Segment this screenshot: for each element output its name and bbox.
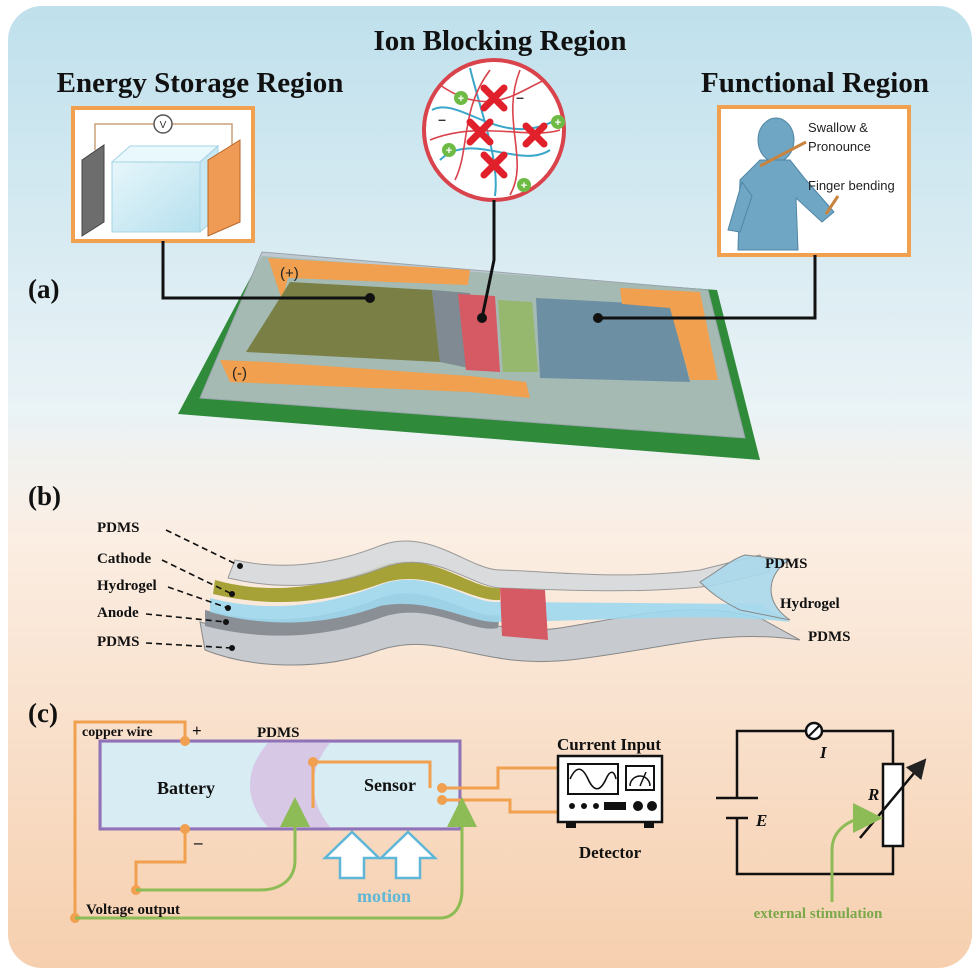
copper-wires	[73, 720, 560, 918]
copper-wire-label: copper wire	[82, 725, 153, 740]
layer-label-right-pdms-top: PDMS	[765, 556, 808, 572]
svg-text:–: –	[438, 111, 446, 127]
svg-text:–: –	[516, 89, 524, 105]
motion-arrows	[321, 830, 439, 880]
battery-plus-label: +	[192, 721, 202, 740]
detector-label: Detector	[579, 843, 642, 862]
layer-label-right-pdms-bottom: PDMS	[808, 629, 851, 645]
device-cross-section: Battery Sensor	[98, 739, 462, 831]
leader-lines	[161, 200, 817, 320]
positive-electrode	[268, 258, 470, 300]
swallow-label-line2: Pronounce	[808, 139, 871, 154]
pdms-label: PDMS	[257, 725, 300, 741]
sine-wave-icon	[569, 768, 617, 790]
external-stimulation-label: external stimulation	[754, 906, 883, 922]
layer-label-right-hydrogel: Hydrogel	[780, 596, 840, 612]
motion-label: motion	[357, 886, 411, 906]
energy-storage-inset: V	[71, 106, 255, 243]
circuit-current-label: I	[819, 743, 828, 762]
battery-minus-label: –	[193, 833, 203, 852]
current-input-label: Current Input	[557, 735, 661, 754]
title-functional-region: Functional Region	[701, 67, 929, 99]
equivalent-circuit	[716, 729, 927, 876]
ion-blocking-inset: + + + + – –	[422, 58, 566, 202]
layer-label-pdms-top: PDMS	[97, 520, 140, 536]
panel-label-c: (c)	[28, 698, 58, 728]
energy-storage-pad	[246, 282, 440, 362]
sensor-label: Sensor	[364, 775, 416, 795]
cathode-plate	[207, 139, 241, 237]
hydrogel-cube-front	[111, 161, 201, 233]
stimulation-arrow	[830, 803, 883, 902]
svg-text:+: +	[521, 180, 527, 192]
layer-label-cathode: Cathode	[97, 551, 152, 567]
svg-text:+: +	[446, 145, 452, 157]
finger-bending-label: Finger bending	[808, 178, 895, 193]
negative-electrode	[220, 360, 530, 398]
current-meter-icon	[804, 721, 824, 741]
negative-label: (-)	[232, 365, 247, 382]
voltmeter-label: V	[160, 120, 167, 131]
svg-text:+: +	[555, 117, 561, 129]
circuit-resistance-label: R	[867, 785, 879, 804]
gauge-icon	[629, 771, 651, 787]
cation-icons: + + + + – –	[438, 89, 565, 192]
layer-label-anode: Anode	[97, 605, 139, 621]
title-ion-blocking-region: Ion Blocking Region	[374, 25, 627, 57]
ion-blocking-pad	[458, 294, 500, 372]
left-layer-labels: PDMS Cathode Hydrogel Anode PDMS	[97, 520, 157, 650]
layered-strip	[199, 540, 801, 666]
functional-region-inset: Swallow & Pronounce Finger bending	[717, 105, 911, 257]
panel-label-b: (b)	[28, 481, 61, 511]
battery-label: Battery	[157, 778, 215, 798]
layer-label-hydrogel: Hydrogel	[97, 578, 157, 594]
panel-label-a: (a)	[28, 274, 59, 304]
layer-leader-lines	[145, 529, 241, 649]
swallow-label-line1: Swallow &	[808, 120, 868, 135]
detector-device	[556, 754, 664, 828]
anode-plate	[81, 144, 105, 237]
voltage-output-label: Voltage output	[86, 902, 180, 918]
positive-label: (+)	[280, 265, 299, 282]
circuit-emf-label: E	[755, 811, 767, 830]
human-body-icon	[727, 117, 835, 251]
voltage-output-wires	[75, 797, 477, 920]
title-energy-storage-region: Energy Storage Region	[57, 67, 344, 99]
blocked-ion-x-icon	[466, 84, 548, 179]
svg-text:+: +	[458, 93, 464, 105]
layer-label-pdms-bottom: PDMS	[97, 634, 140, 650]
functional-pad	[536, 298, 690, 382]
voltmeter-icon	[153, 114, 173, 134]
